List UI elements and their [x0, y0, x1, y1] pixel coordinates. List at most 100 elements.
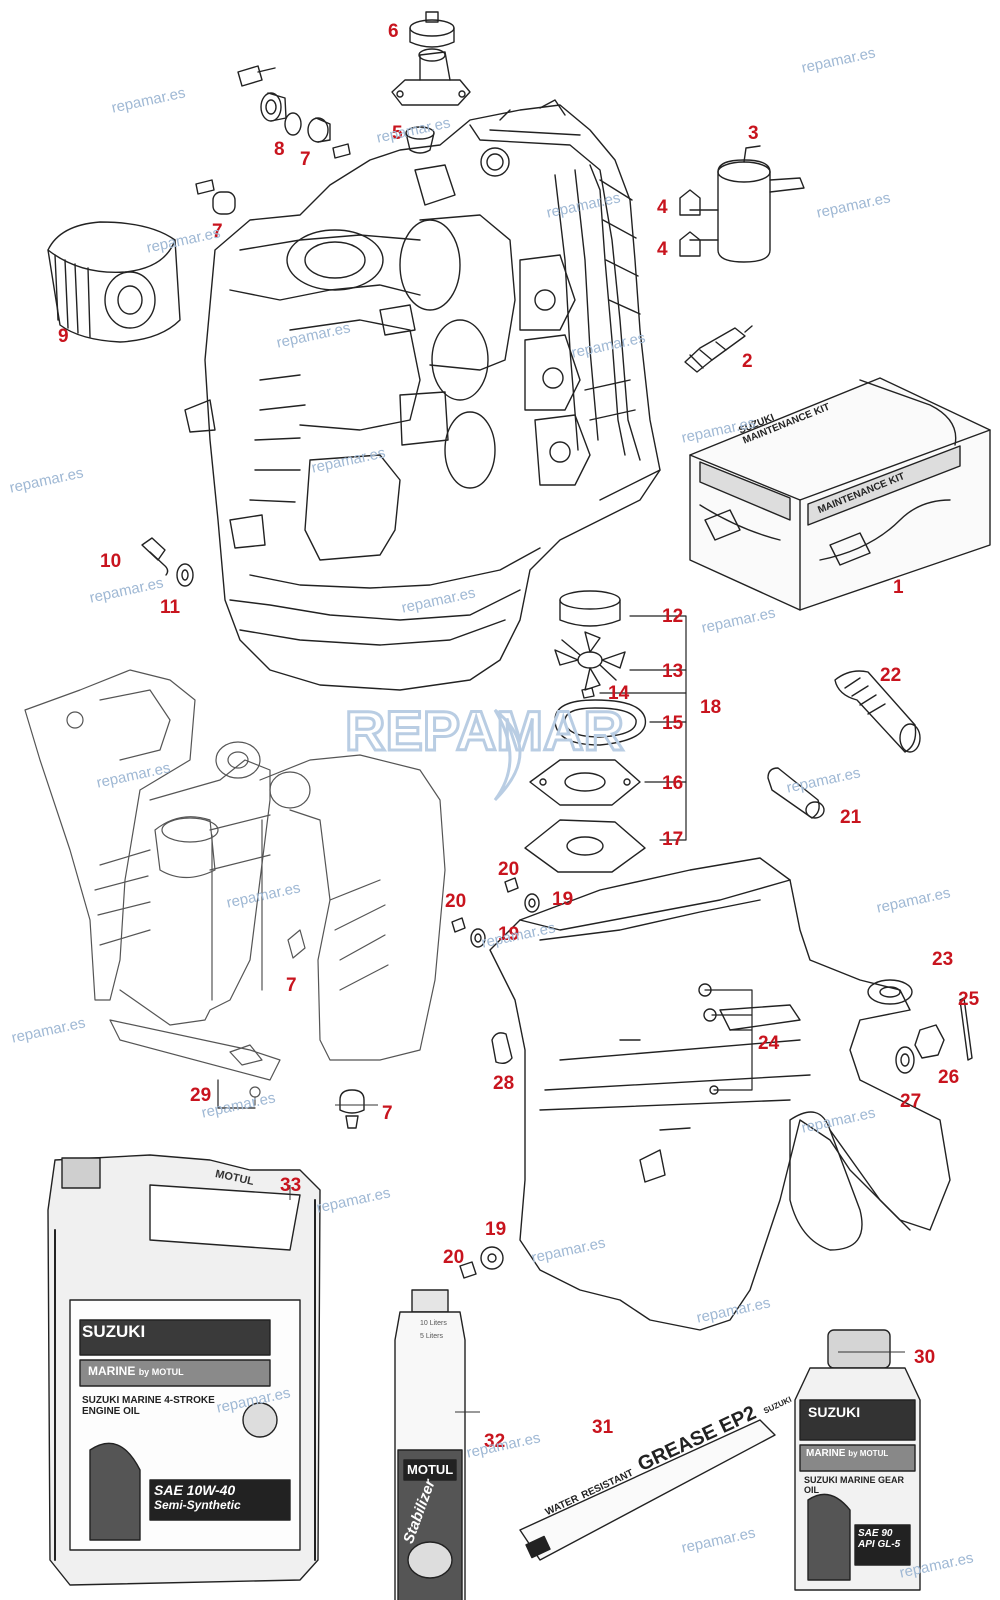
part-6-hose-clamp [409, 11, 455, 48]
callout-28: 28 [493, 1073, 515, 1094]
part-18-bracket-line [599, 615, 687, 841]
callout-29: 29 [190, 1085, 212, 1106]
part-19-washer-c [480, 1246, 504, 1270]
part-8-anode-cap [237, 65, 351, 159]
part-7-bolt-upper [195, 179, 236, 215]
part-3-fuel-filter [689, 145, 805, 263]
engine-oil-label: SUZUKI [82, 1322, 268, 1342]
part-22-grommet [834, 670, 921, 753]
repamar-logo: REPAMAR [344, 690, 645, 810]
callout-24: 24 [758, 1033, 780, 1054]
gear-oil-grade-text: SAE 90 [858, 1528, 893, 1539]
logo-text: REPAMAR [345, 699, 624, 762]
part-12-pump-housing [559, 590, 621, 627]
engine-oil-type: Semi-Synthetic [154, 1498, 241, 1512]
gear-oil-grade: SAE 90 API GL-5 [858, 1528, 900, 1550]
part-27-washer [895, 1046, 915, 1074]
callout-19-b: 19 [498, 924, 520, 945]
engine-oil-line: MARINE by MOTUL [88, 1364, 184, 1378]
engine-oil-brand: SUZUKI [82, 1322, 146, 1341]
callout-16: 16 [662, 773, 684, 794]
gear-oil-brand: SUZUKI [808, 1404, 861, 1420]
callout-5: 5 [392, 123, 403, 144]
part-20-bolt-c [459, 1261, 477, 1279]
part-33-engine-oil-jug [47, 1154, 321, 1586]
callout-7-c: 7 [286, 975, 297, 996]
part-23-anode [867, 979, 913, 1005]
callout-3: 3 [748, 123, 759, 144]
part-10-drain-plug [141, 537, 169, 576]
gear-oil-line-text: MARINE [806, 1448, 846, 1459]
part-32-stabilizer-bottle [394, 1289, 466, 1600]
part-14-key [581, 687, 595, 699]
callout-9: 9 [58, 326, 69, 347]
callout-2: 2 [742, 351, 753, 372]
callout-11: 11 [160, 597, 181, 618]
part-11-gasket [176, 563, 194, 587]
part-5-thermostat [405, 126, 435, 154]
part-20-bolt-a [504, 877, 519, 893]
mid-section [24, 669, 446, 1106]
part-19-washer-b [470, 928, 486, 948]
part-21-water-tube [767, 767, 825, 819]
part-7-mount-lower [339, 1089, 365, 1129]
part-28-bushing [491, 1032, 513, 1065]
callout-18: 18 [700, 697, 722, 718]
part-13-impeller [554, 631, 626, 691]
callout-1: 1 [893, 577, 904, 598]
callout-7-a: 7 [300, 149, 311, 170]
callout-12: 12 [662, 606, 684, 627]
engine-oil-partner: by MOTUL [138, 1367, 184, 1377]
engine-oil-grade: SAE 10W-40 Semi-Synthetic [154, 1482, 241, 1512]
callout-13: 13 [662, 661, 684, 682]
callout-33: 33 [280, 1175, 302, 1196]
callout-7-b: 7 [212, 221, 223, 242]
callout-7-d: 7 [382, 1103, 393, 1124]
part-19-washer-a [524, 893, 540, 913]
part-2-spark-plug [684, 325, 753, 373]
callout-25: 25 [958, 989, 980, 1010]
callout-22: 22 [880, 665, 902, 686]
callout-31: 31 [592, 1417, 614, 1438]
callout-23: 23 [932, 949, 954, 970]
part-24-bracket-line [704, 989, 753, 1091]
gear-case [489, 857, 951, 1331]
callout-19-a: 19 [552, 889, 574, 910]
part-17-gasket [524, 819, 646, 873]
part-26-nut [914, 1024, 945, 1059]
part-4-clips [679, 189, 701, 257]
engine-block [184, 99, 661, 691]
callout-14: 14 [608, 683, 630, 704]
callout-8: 8 [274, 139, 285, 160]
callout-19-c: 19 [485, 1219, 507, 1240]
part-16-plate [529, 759, 641, 806]
stabilizer-marks: 10 Liters 5 Liters [420, 1320, 447, 1340]
part-15-gasket [554, 699, 647, 746]
part-30-gear-oil-bottle [794, 1329, 921, 1591]
part-20-bolt-b [451, 917, 466, 933]
part-29-leader [217, 1079, 256, 1109]
callout-17: 17 [662, 829, 684, 850]
callout-10: 10 [100, 551, 122, 572]
part-25-cotter-pin [959, 997, 973, 1061]
engine-oil-product: SUZUKI MARINE 4-STROKE ENGINE OIL [82, 1395, 215, 1417]
callout-20-b: 20 [445, 891, 467, 912]
callout-20-c: 20 [443, 1247, 465, 1268]
callout-20-a: 20 [498, 859, 520, 880]
callout-15: 15 [662, 713, 684, 734]
thermostat-cover [391, 48, 471, 106]
engine-oil-line-text: MARINE [88, 1364, 136, 1378]
callout-21: 21 [840, 807, 862, 828]
callout-27: 27 [900, 1091, 922, 1112]
gear-oil-spec: API GL-5 [858, 1539, 901, 1550]
part-1-maintenance-kit [689, 377, 991, 611]
part-9-oil-filter [47, 221, 181, 343]
stabilizer-mark-10: 10 Liters [420, 1320, 447, 1327]
gear-oil-line: MARINE by MOTUL [806, 1448, 888, 1459]
callout-4-b: 4 [657, 239, 668, 260]
callout-4-a: 4 [657, 197, 668, 218]
engine-oil-grade-text: SAE 10W-40 [154, 1482, 236, 1498]
gear-oil-product: SUZUKI MARINE GEAR OIL [804, 1475, 905, 1495]
stabilizer-mark-5: 5 Liters [420, 1333, 443, 1340]
